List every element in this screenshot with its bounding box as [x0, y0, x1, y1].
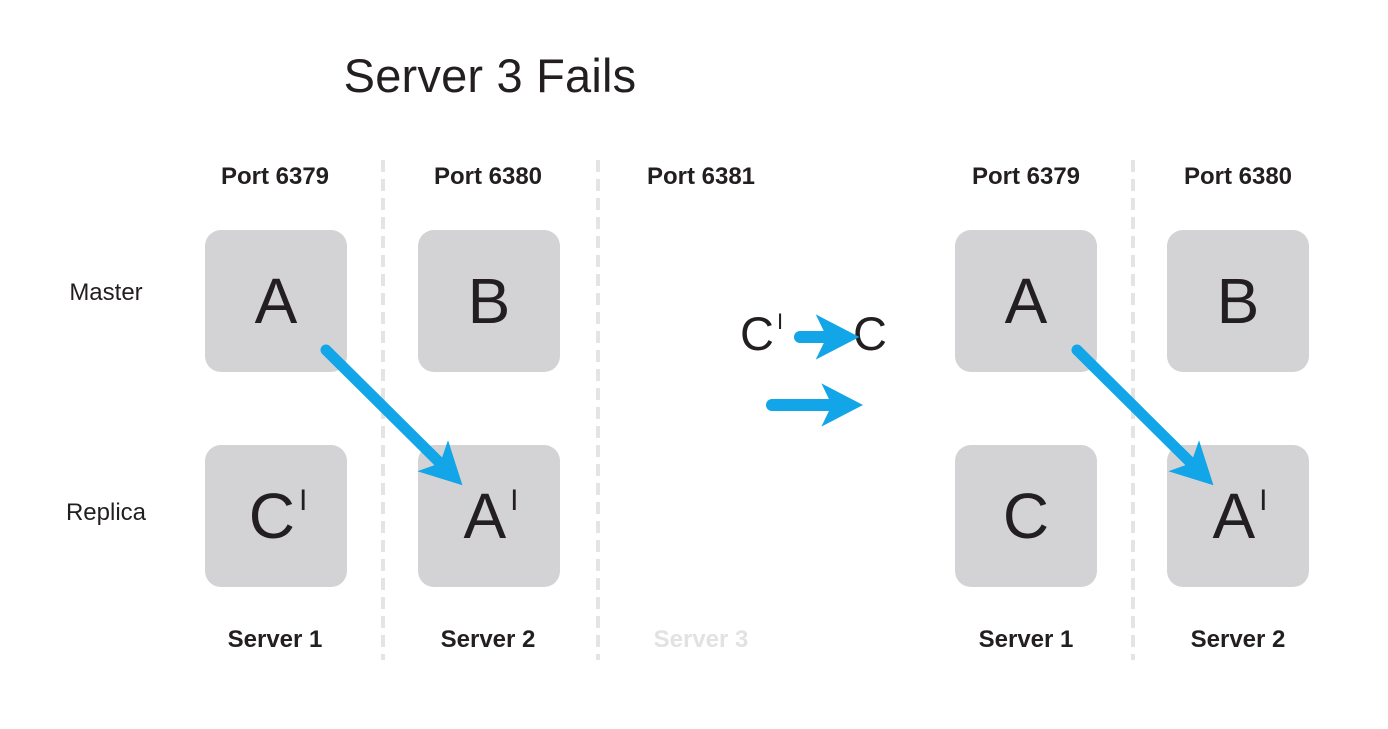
node-prime: I	[510, 484, 519, 517]
port-label-after-1: Port 6380	[1183, 163, 1293, 190]
row-label-master: Master	[69, 279, 143, 306]
node-after-master-server1[interactable]: A	[955, 230, 1097, 372]
node-letter: B	[1216, 265, 1260, 337]
divider-server2-server3-before	[596, 160, 600, 660]
node-glyph: C	[1003, 484, 1049, 548]
node-before-master-server2[interactable]: B	[418, 230, 560, 372]
server-label-after-0: Server 1	[978, 626, 1074, 653]
node-glyph: B	[468, 269, 511, 333]
node-letter: C	[248, 480, 295, 552]
node-letter: A	[1004, 265, 1048, 337]
node-letter: A	[463, 480, 507, 552]
node-glyph: B	[1217, 269, 1260, 333]
node-before-master-server1[interactable]: A	[205, 230, 347, 372]
node-prime: I	[1259, 484, 1268, 517]
row-label-replica: Replica	[65, 499, 147, 526]
node-glyph: A	[255, 269, 298, 333]
transition-from-prime: I	[776, 309, 784, 334]
server-label-before-2: Server 3	[653, 626, 749, 653]
transition-to-letter: C	[853, 307, 887, 360]
port-label-after-0: Port 6379	[971, 163, 1081, 190]
node-letter: C	[1002, 480, 1050, 552]
node-after-replica-server1[interactable]: C	[955, 445, 1097, 587]
server-label-before-0: Server 1	[227, 626, 323, 653]
transition-to-label: C	[853, 310, 887, 357]
port-label-before-1: Port 6380	[433, 163, 543, 190]
node-prime: I	[298, 484, 308, 517]
node-letter: A	[1212, 480, 1256, 552]
node-glyph: A	[1005, 269, 1048, 333]
server-label-before-1: Server 2	[440, 626, 536, 653]
transition-from-letter: C	[740, 307, 774, 360]
divider-server1-server2-after	[1131, 160, 1135, 660]
page-title: Server 3 Fails	[343, 49, 637, 102]
node-letter: B	[467, 265, 511, 337]
node-letter: A	[254, 265, 298, 337]
node-after-master-server2[interactable]: B	[1167, 230, 1309, 372]
port-label-before-2: Port 6381	[646, 163, 756, 190]
port-label-before-0: Port 6379	[220, 163, 330, 190]
divider-server1-server2-before	[381, 160, 385, 660]
server-label-after-1: Server 2	[1190, 626, 1286, 653]
